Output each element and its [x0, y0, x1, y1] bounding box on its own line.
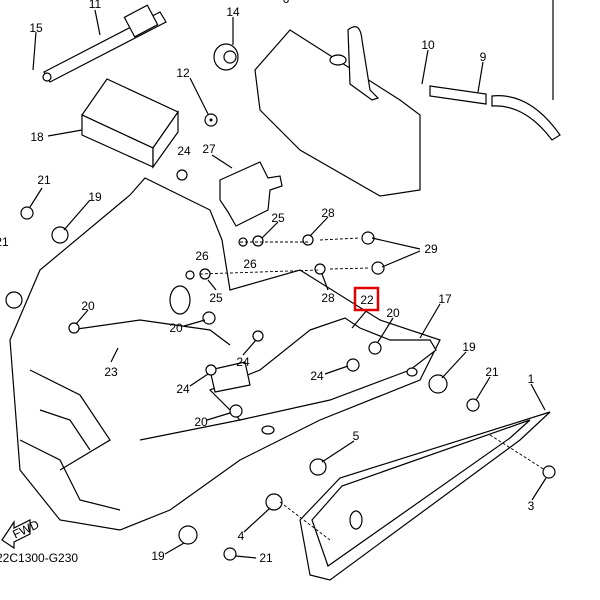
callout-18[interactable]: 18	[30, 130, 44, 144]
callout-23[interactable]: 23	[104, 365, 118, 379]
callout-6[interactable]: 6	[283, 0, 290, 6]
drawing-code: 22C1300-G230	[0, 551, 78, 565]
callout-20[interactable]: 20	[386, 306, 400, 320]
leader-lines	[29, 9, 547, 559]
callout-26[interactable]: 26	[195, 249, 209, 263]
callout-21[interactable]: 21	[37, 173, 51, 187]
callout-24[interactable]: 24	[236, 355, 250, 369]
callout-28[interactable]: 28	[321, 291, 335, 305]
callout-20[interactable]: 20	[169, 321, 183, 335]
callout-19[interactable]: 19	[151, 549, 165, 563]
callout-9[interactable]: 9	[480, 50, 487, 64]
callout-21[interactable]: 21	[485, 365, 499, 379]
callout-27[interactable]: 27	[202, 142, 216, 156]
highlight-box	[353, 286, 380, 312]
callout-4[interactable]: 4	[238, 529, 245, 543]
callout-26[interactable]: 26	[243, 257, 257, 271]
part-side-cover	[299, 411, 551, 581]
callout-24[interactable]: 24	[177, 144, 191, 158]
part-tank	[254, 26, 421, 197]
part-grommet	[213, 43, 239, 71]
fwd-label: FWD	[11, 517, 42, 541]
callout-labels: 11 15 14 6 12 10 9 18 24 27 21 19 21 25 …	[0, 0, 535, 565]
fasteners	[5, 169, 556, 561]
callout-17[interactable]: 17	[438, 292, 452, 306]
callout-29[interactable]: 29	[424, 242, 438, 256]
part-block	[81, 78, 179, 169]
callout-25[interactable]: 25	[271, 211, 285, 225]
part-hose	[429, 0, 561, 141]
callout-19[interactable]: 19	[88, 190, 102, 204]
callout-24[interactable]: 24	[176, 382, 190, 396]
callout-21[interactable]: 21	[259, 551, 273, 565]
callout-20[interactable]: 20	[81, 299, 95, 313]
callout-22-highlighted[interactable]: 22	[360, 293, 374, 307]
callout-24[interactable]: 24	[310, 369, 324, 383]
callout-28[interactable]: 28	[321, 206, 335, 220]
callout-11[interactable]: 11	[89, 0, 102, 11]
callout-3[interactable]: 3	[528, 499, 535, 513]
part-cowl	[9, 177, 441, 531]
callout-15[interactable]: 15	[29, 21, 43, 35]
callout-20[interactable]: 20	[194, 415, 208, 429]
callout-12[interactable]: 12	[176, 66, 190, 80]
part-washer	[204, 113, 218, 127]
callout-19[interactable]: 19	[462, 340, 476, 354]
part-bracket	[219, 161, 283, 227]
callout-5[interactable]: 5	[353, 429, 360, 443]
callout-10[interactable]: 10	[421, 38, 435, 52]
callout-14[interactable]: 14	[226, 5, 240, 19]
callout-25[interactable]: 25	[209, 291, 223, 305]
fwd-arrow-icon: FWD	[1, 517, 42, 550]
callout-1[interactable]: 1	[528, 372, 535, 386]
callout-21[interactable]: 21	[0, 235, 9, 249]
part-pipe	[42, 4, 167, 83]
